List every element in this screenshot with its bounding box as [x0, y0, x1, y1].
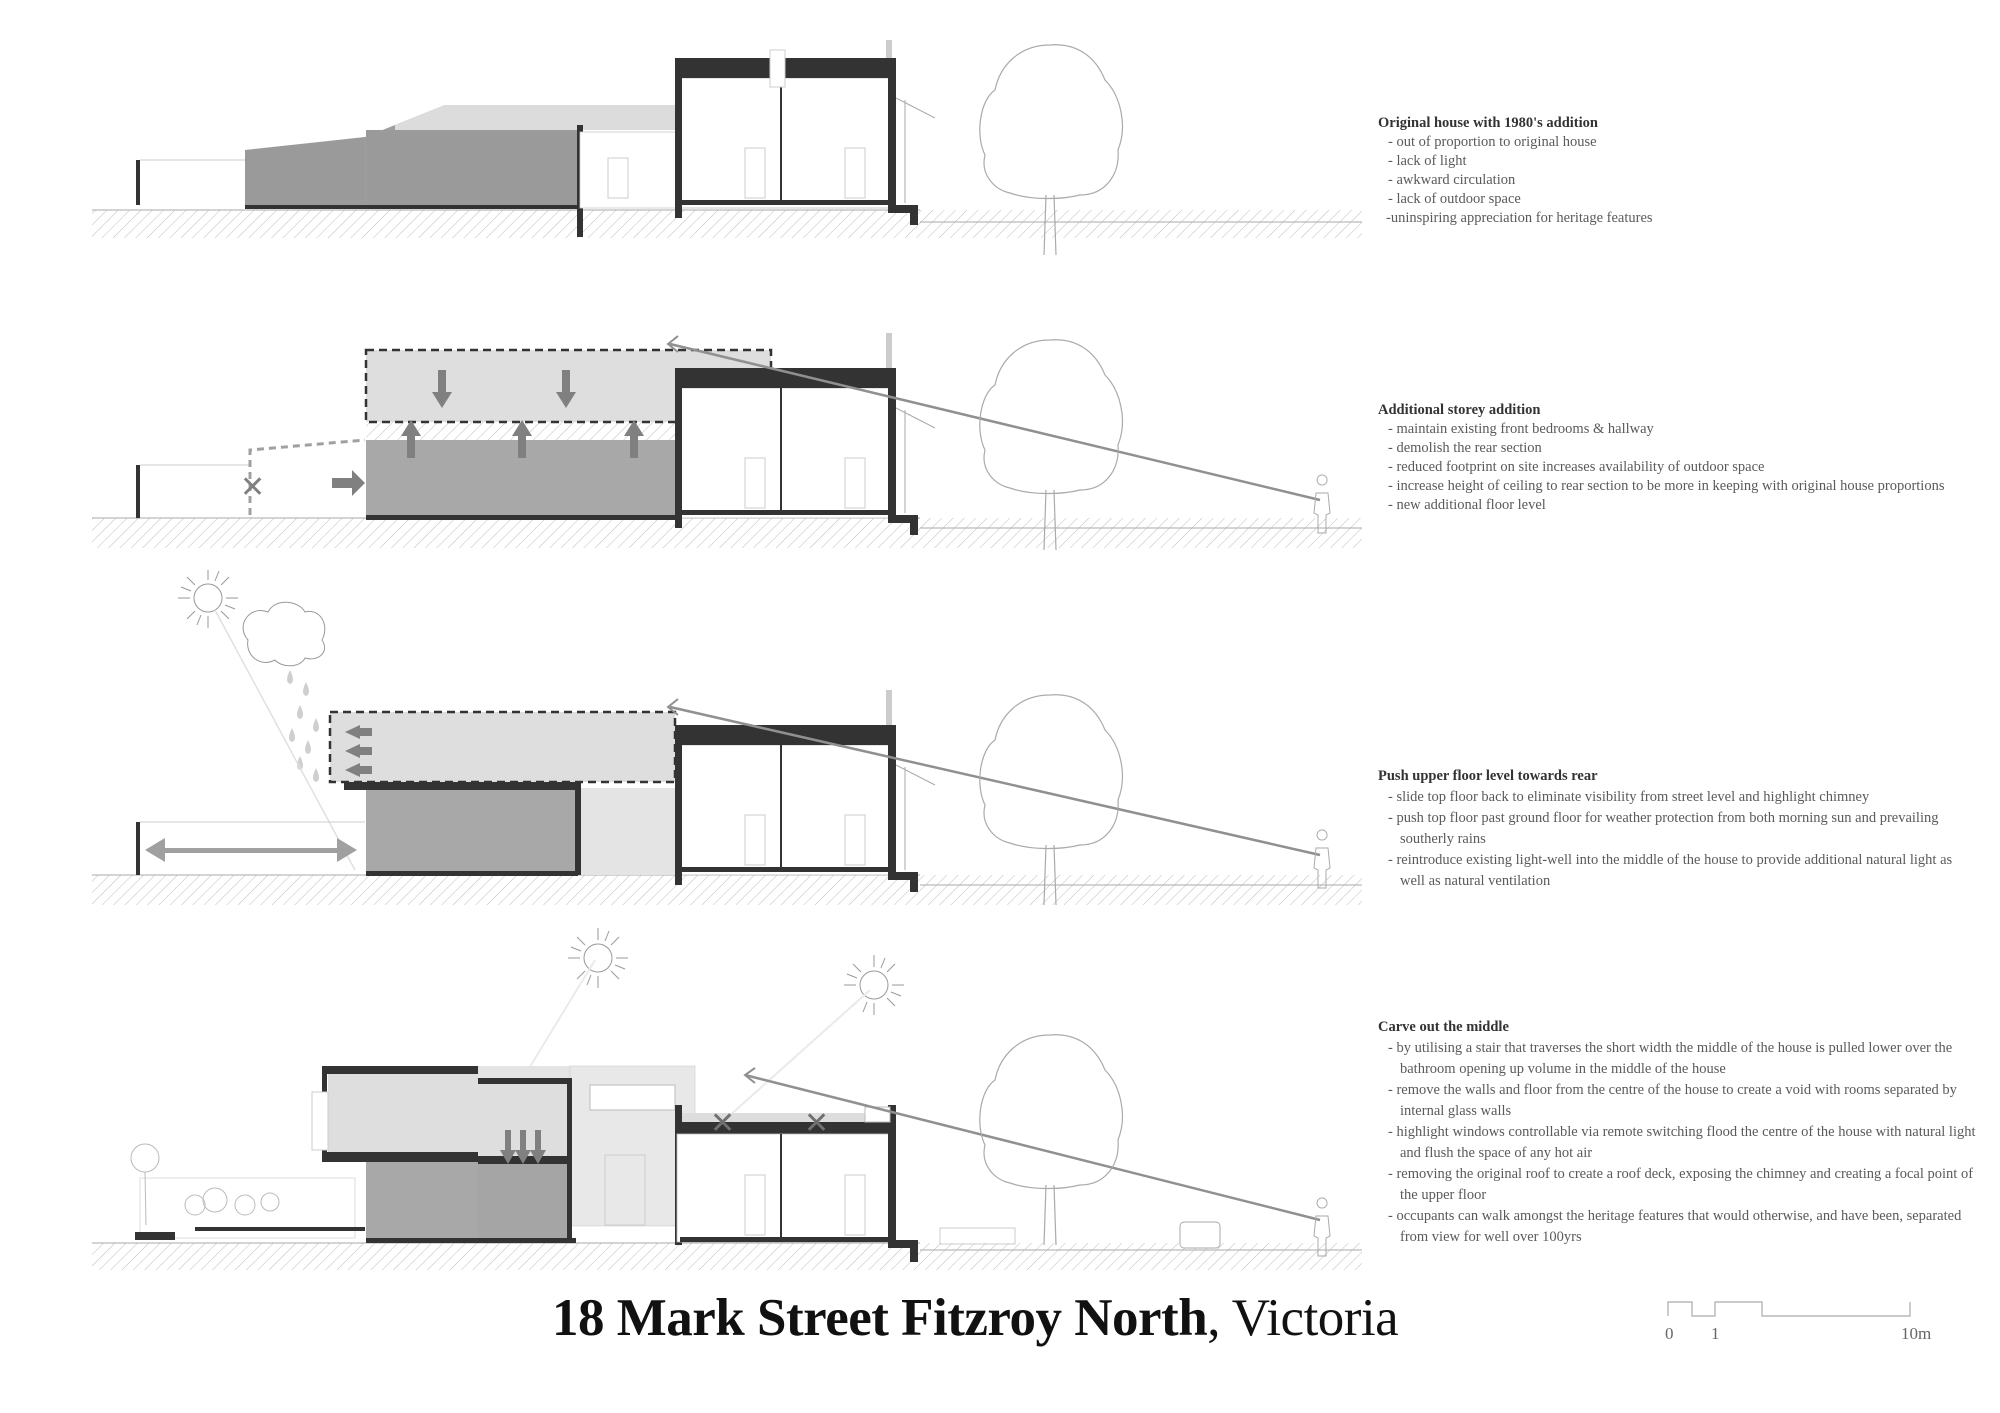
note-item: - occupants can walk amongst the heritag…	[1388, 1208, 1962, 1245]
note-item: - remove the walls and floor from the ce…	[1388, 1082, 1957, 1119]
note-item: - reduced footprint on site increases av…	[1388, 459, 1765, 475]
section-drawing-original	[92, 40, 1362, 256]
scale-label-0: 0	[1665, 1324, 1674, 1343]
scale-label-1: 1	[1711, 1324, 1720, 1343]
note-item: -uninspiring appreciation for heritage f…	[1386, 210, 1653, 226]
note-item: - removing the original roof to create a…	[1388, 1166, 1974, 1203]
notes-additional-storey: Additional storey addition - maintain ex…	[1378, 401, 1978, 515]
notes-original: Original house with 1980's addition - ou…	[1378, 114, 1978, 228]
page-title: 18 Mark Street Fitzroy North, Victoria	[552, 1288, 1399, 1348]
scale-bar: 0 1 10m	[1665, 1298, 1955, 1348]
svg-text:✕: ✕	[710, 1106, 735, 1141]
note-heading: Additional storey addition	[1378, 402, 1541, 418]
notes-push-upper: Push upper floor level towards rear - sl…	[1378, 766, 1978, 892]
section-drawing-push-upper	[92, 570, 1362, 906]
note-item: - maintain existing front bedrooms & hal…	[1388, 421, 1654, 437]
note-item: - demolish the rear section	[1388, 440, 1542, 456]
note-item: - slide top floor back to eliminate visi…	[1388, 789, 1870, 805]
title-state: , Victoria	[1207, 1289, 1399, 1347]
svg-text:✕: ✕	[240, 470, 265, 505]
note-item: - highlight windows controllable via rem…	[1388, 1124, 1976, 1161]
note-item: - out of proportion to original house	[1388, 134, 1597, 150]
title-address: 18 Mark Street Fitzroy North	[552, 1289, 1208, 1347]
note-item: - lack of outdoor space	[1388, 191, 1521, 207]
note-item: - new additional floor level	[1388, 497, 1546, 513]
note-heading: Push upper floor level towards rear	[1378, 768, 1598, 784]
note-item: - by utilising a stair that traverses th…	[1388, 1040, 1953, 1077]
note-item: - reintroduce existing light-well into t…	[1388, 852, 1953, 889]
note-item: - lack of light	[1388, 153, 1467, 169]
section-drawing-additional-storey: ✕	[92, 332, 1362, 551]
note-item: - push top floor past ground floor for w…	[1388, 810, 1939, 847]
svg-text:✕: ✕	[804, 1106, 829, 1141]
note-item: - awkward circulation	[1388, 172, 1516, 188]
scale-label-10m: 10m	[1901, 1324, 1932, 1343]
note-item: - increase height of ceiling to rear sec…	[1388, 478, 1945, 494]
note-heading: Carve out the middle	[1378, 1019, 1509, 1035]
section-drawing-carve-middle: ✕ ✕	[92, 927, 1362, 1270]
note-heading: Original house with 1980's addition	[1378, 115, 1598, 131]
notes-carve-middle: Carve out the middle - by utilising a st…	[1378, 1017, 1978, 1248]
